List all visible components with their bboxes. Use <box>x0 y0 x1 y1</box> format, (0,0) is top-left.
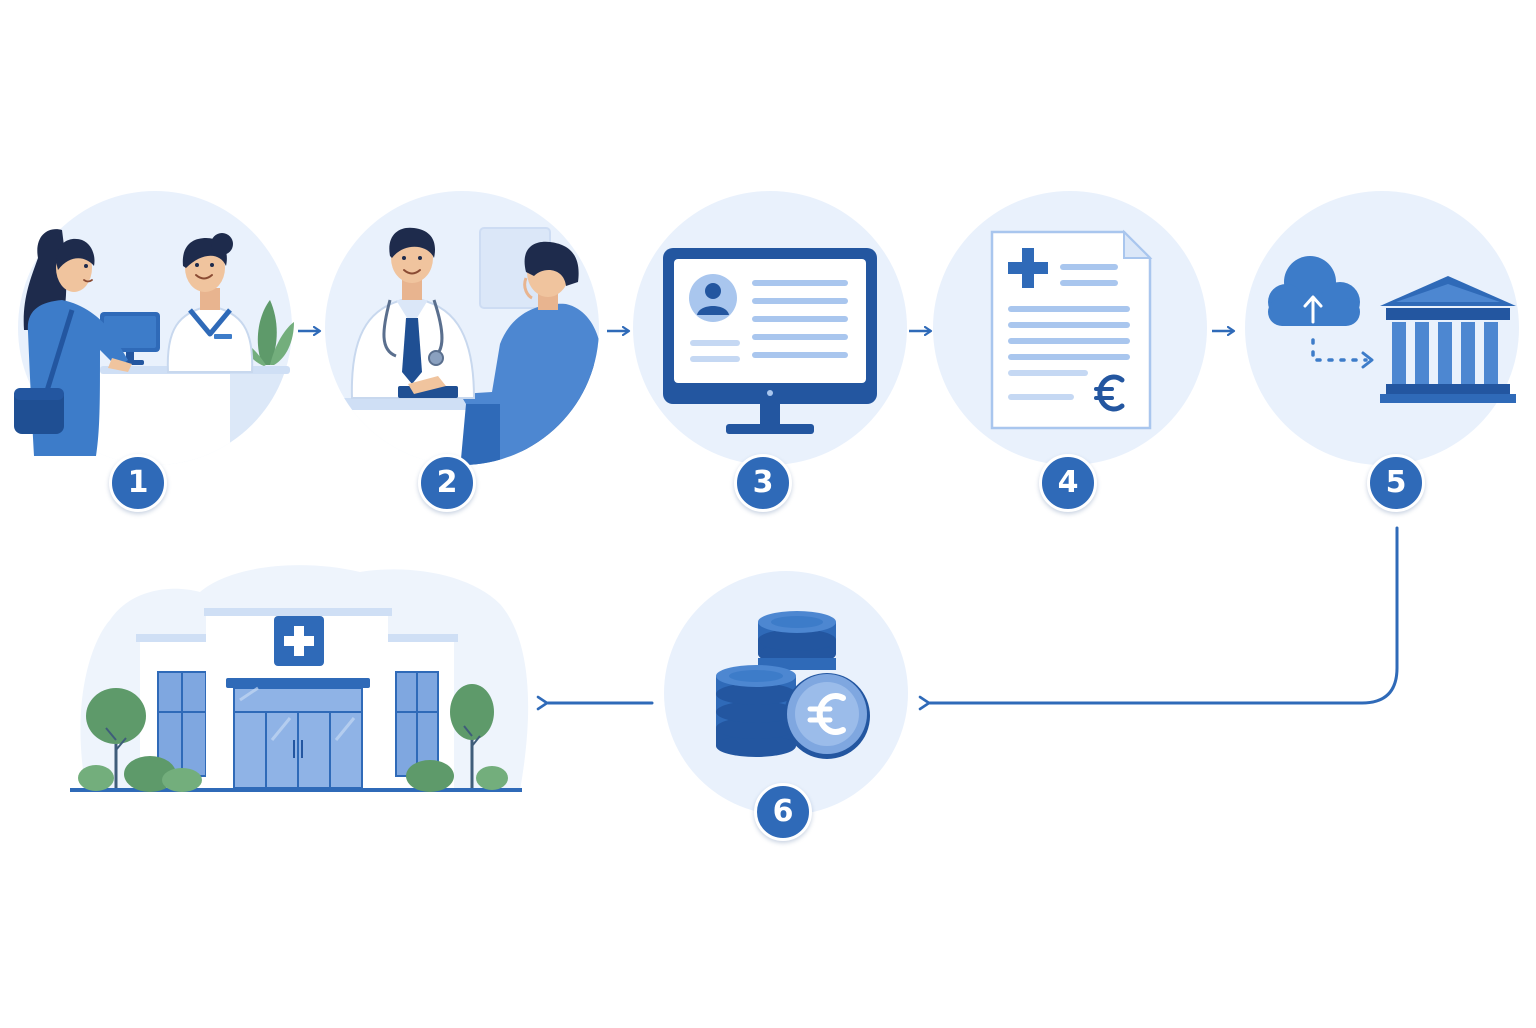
step-5-badge: 5 <box>1367 454 1425 512</box>
computer-patient-record-icon <box>663 248 877 434</box>
euro-coin-icon <box>784 673 870 759</box>
step-2-badge: 2 <box>418 454 476 512</box>
bank-building-icon <box>1380 276 1516 403</box>
cloud-upload-to-bank-icon <box>1268 256 1516 403</box>
step-3-badge: 3 <box>734 454 792 512</box>
coin-stack-front <box>716 665 796 757</box>
step-1-reception <box>14 191 294 465</box>
cloud-upload-icon <box>1268 256 1360 326</box>
step-6-badge: 6 <box>754 783 812 841</box>
step-5-circle <box>1245 191 1519 465</box>
coin-stack-back <box>758 611 836 670</box>
hospital-destination <box>70 565 529 792</box>
step-2-consultation <box>325 191 599 465</box>
step-5-transmission <box>1245 191 1519 465</box>
medical-invoice-euro-icon <box>990 229 1153 430</box>
hospital-building-icon <box>70 608 522 792</box>
arrow-5-to-6 <box>918 526 1399 711</box>
tree-icon <box>78 688 202 792</box>
step-6-payment <box>664 571 908 815</box>
euro-coins-icon <box>716 611 870 759</box>
tree-icon <box>406 684 508 792</box>
connector-arrows <box>298 331 1399 711</box>
step-4-badge: 4 <box>1039 454 1097 512</box>
step-4-invoice <box>933 191 1207 465</box>
step-1-badge: 1 <box>109 454 167 512</box>
step-3-record-entry <box>633 191 907 465</box>
